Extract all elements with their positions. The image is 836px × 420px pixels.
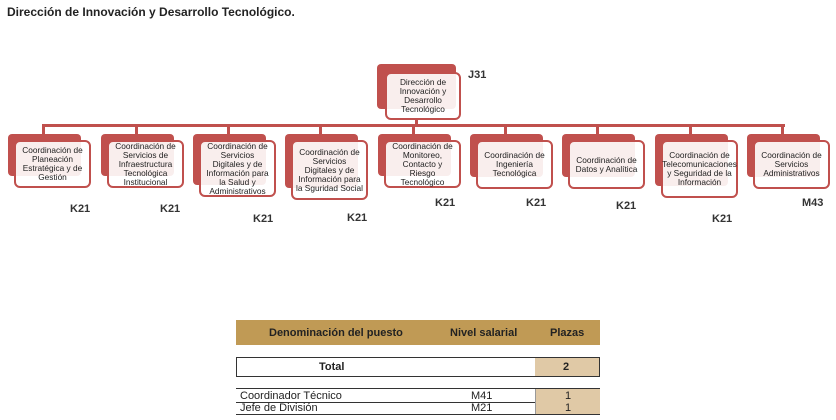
- org-box: Coordinación de Servicios Administrativo…: [753, 140, 830, 189]
- level-label: K21: [712, 213, 733, 225]
- org-box: Coordinación de Servicios Digitales y de…: [291, 140, 368, 200]
- connector: [689, 125, 692, 135]
- org-box: Coordinación de Telecomunicaciones y Seg…: [661, 140, 738, 198]
- header-nivel: Nivel salarial: [450, 326, 518, 339]
- page-title: Dirección de Innovación y Desarrollo Tec…: [7, 5, 295, 19]
- table-header: Denominación del puesto Nivel salarial P…: [236, 320, 600, 345]
- org-box-root: Dirección de Innovación y Desarrollo Tec…: [385, 72, 461, 120]
- org-box: Coordinación de Ingeniería Tecnológica: [476, 140, 553, 189]
- level-label: J31: [468, 69, 487, 81]
- connector: [412, 125, 415, 135]
- total-cell: 2: [535, 358, 599, 376]
- header-puesto: Denominación del puesto: [269, 326, 403, 339]
- org-box: Coordinación de Monitoreo, Contacto y Ri…: [384, 140, 461, 188]
- level-label: K21: [616, 200, 637, 212]
- org-box: Coordinación de Planeación Estratégica y…: [14, 140, 91, 188]
- org-box-label: Coordinación de Monitoreo, Contacto y Ri…: [392, 140, 453, 187]
- level-label: K21: [253, 213, 274, 225]
- cell-puesto: Coordinador Técnico: [240, 389, 342, 402]
- connector: [135, 125, 138, 135]
- level-label: K21: [526, 197, 547, 209]
- org-box-label: Coordinación de Servicios Digitales y de…: [296, 146, 363, 193]
- level-label: K21: [70, 203, 91, 215]
- org-box: Coordinación de Servicios de Infraestruc…: [107, 140, 184, 188]
- level-label: K21: [435, 197, 456, 209]
- cell-nivel: M41: [471, 389, 493, 402]
- connector: [781, 125, 784, 135]
- org-box-label: Coordinación de Servicios de Infraestruc…: [115, 140, 176, 187]
- cell-nivel: M21: [471, 401, 493, 414]
- org-box-label: Dirección de Innovación y Desarrollo Tec…: [399, 77, 447, 114]
- header-plazas: Plazas: [550, 326, 585, 339]
- level-label: K21: [160, 203, 181, 215]
- cell-plazas: 1: [565, 389, 572, 402]
- org-box-label: Coordinación de Ingeniería Tecnológica: [484, 150, 545, 178]
- connector: [504, 125, 507, 135]
- table-row: Coordinador Técnico M41 1: [236, 388, 600, 403]
- table-row: Jefe de División M21 1: [236, 401, 600, 415]
- org-box-label: Coordinación de Servicios Administrativo…: [761, 150, 822, 178]
- total-row: Total 2: [236, 357, 600, 377]
- total-value: 2: [563, 361, 570, 373]
- level-label: M43: [802, 197, 824, 209]
- org-box-label: Coordinación de Servicios Digitales y de…: [206, 140, 269, 196]
- org-box: Coordinación de Servicios Digitales y de…: [199, 140, 276, 197]
- cell-plazas: 1: [565, 401, 572, 414]
- connector: [415, 120, 418, 126]
- connector: [596, 125, 599, 135]
- org-box-label: Coordinación de Planeación Estratégica y…: [22, 145, 83, 182]
- org-box-label: Coordinación de Telecomunicaciones y Seg…: [662, 150, 737, 187]
- org-box: Coordinación de Datos y Analítica: [568, 140, 645, 189]
- total-label: Total: [319, 361, 345, 373]
- connector: [42, 125, 45, 135]
- level-label: K21: [347, 212, 368, 224]
- connector: [319, 125, 322, 135]
- org-box-label: Coordinación de Datos y Analítica: [575, 154, 638, 174]
- connector: [227, 125, 230, 135]
- cell-puesto: Jefe de División: [240, 401, 318, 414]
